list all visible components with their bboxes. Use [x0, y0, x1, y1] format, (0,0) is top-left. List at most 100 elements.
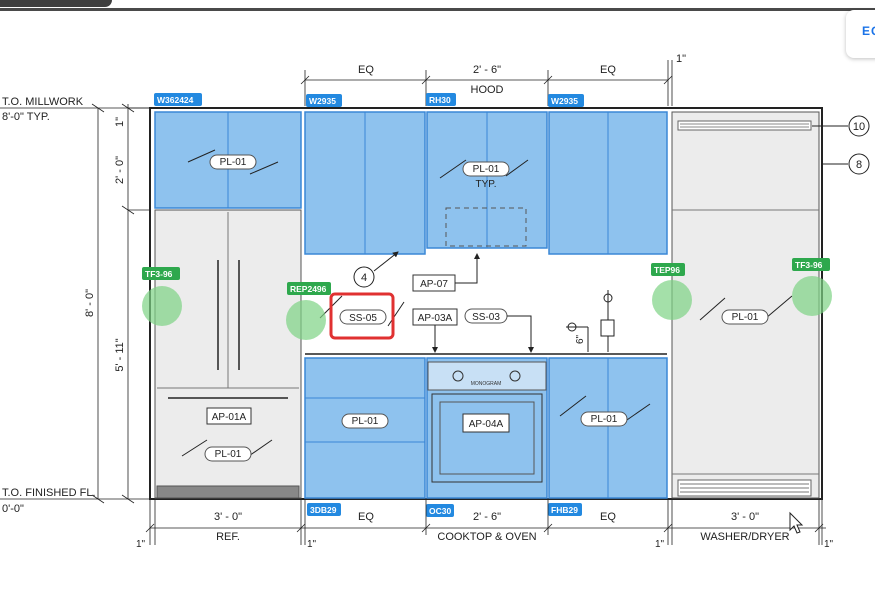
- tag-tep96[interactable]: TEP96: [651, 263, 685, 276]
- mouse-cursor-icon: [789, 511, 804, 534]
- tag-fhb29-text: FHB29: [551, 505, 578, 515]
- marker-dot-fridge[interactable]: [142, 286, 182, 326]
- marker-dot-tep[interactable]: [652, 280, 692, 320]
- material-tag-pl01-right[interactable]: PL-01: [699, 295, 793, 325]
- tag-w362424-text: W362424: [157, 95, 194, 105]
- tag-rh30[interactable]: RH30: [426, 93, 456, 106]
- pl01-label: PL-01: [352, 416, 379, 427]
- dim-gap-left: 1": [136, 539, 146, 550]
- centerline-symbol: [566, 290, 615, 352]
- level-bottom-label: T.O. FINISHED FL.: [2, 487, 96, 499]
- level-top-note: 8'-0" TYP.: [2, 111, 50, 123]
- dim-top-hood-width: 2' - 6": [473, 64, 501, 76]
- tag-w2935-right[interactable]: W2935: [548, 94, 584, 107]
- callout-10-number: 10: [853, 121, 865, 133]
- tag-tf3-right-text: TF3-96: [795, 260, 823, 270]
- tag-w362424[interactable]: W362424: [154, 93, 202, 106]
- tag-rep2496[interactable]: REP2496: [287, 282, 331, 295]
- material-tag-pl01-hood[interactable]: PL-01 TYP.: [439, 159, 529, 190]
- ap03a-label: AP-03A: [418, 313, 453, 324]
- typ-label: TYP.: [476, 179, 497, 190]
- material-tag-pl01-upper-left[interactable]: PL-01: [187, 149, 279, 175]
- pl01-label: PL-01: [732, 312, 759, 323]
- selection-highlight[interactable]: [329, 292, 395, 340]
- tag-rep2496-text: REP2496: [290, 284, 327, 294]
- material-tag-pl01-fridge[interactable]: PL-01: [181, 439, 273, 462]
- tag-w2935-right-text: W2935: [551, 96, 578, 106]
- level-lines: [0, 107, 150, 500]
- oven-brand: MONOGRAM: [471, 381, 502, 387]
- pl01-label: PL-01: [473, 164, 500, 175]
- tag-tf3-right[interactable]: TF3-96: [792, 258, 830, 271]
- dim-ref-label: REF.: [216, 531, 240, 543]
- tag-fhb29[interactable]: FHB29: [548, 503, 582, 516]
- oven-control-panel: [427, 361, 547, 391]
- dim-bottom-eq-right: EQ: [600, 511, 616, 523]
- dim-lower-height: 5' - 11": [114, 338, 126, 371]
- tag-rh30-text: RH30: [429, 95, 451, 105]
- tag-oc30-text: OC30: [429, 506, 451, 516]
- tag-w2935-left-text: W2935: [309, 96, 336, 106]
- tag-tf3-left-text: TF3-96: [145, 269, 173, 279]
- appliance-tag-ap01a[interactable]: AP-01A: [206, 407, 252, 425]
- pl01-label: PL-01: [215, 449, 242, 460]
- appliance-tag-ap03a[interactable]: AP-03A: [412, 308, 458, 353]
- dim-cooktop-label: COOKTOP & OVEN: [437, 531, 536, 543]
- tag-3db29[interactable]: 3DB29: [307, 503, 341, 516]
- tag-oc30[interactable]: OC30: [426, 504, 454, 517]
- ap07-label: AP-07: [420, 279, 448, 290]
- level-top-label: T.O. MILLWORK: [2, 96, 84, 108]
- hood-insert-dashed: [445, 207, 527, 247]
- ap04a-label: AP-04A: [469, 419, 504, 430]
- callout-8-bubble[interactable]: [848, 153, 870, 175]
- active-tab[interactable]: [0, 0, 112, 7]
- oven-knob-left-icon: [452, 370, 464, 382]
- ss05-label: SS-05: [349, 313, 377, 324]
- dim-washer-width: 3' - 0": [731, 511, 759, 523]
- dim-top-eq-left: EQ: [358, 64, 374, 76]
- oven-knob-right-icon: [509, 370, 521, 382]
- window-top-bar: [0, 0, 875, 12]
- bottom-dimension-lines: [145, 500, 826, 545]
- level-bottom-note: 0'-0": [2, 503, 24, 515]
- callout-10-bubble[interactable]: [848, 115, 870, 137]
- callout-8-number: 8: [856, 159, 862, 171]
- dim-total-height: 8' - 0": [84, 289, 96, 317]
- callout-4-number: 4: [361, 272, 367, 284]
- oven-window: [439, 401, 535, 475]
- ap01a-label: AP-01A: [212, 412, 247, 423]
- dim-bottom-eq-left: EQ: [358, 511, 374, 523]
- dim-cooktop-width: 2' - 6": [473, 511, 501, 523]
- dim-top-hood-label: HOOD: [471, 84, 504, 96]
- oven-door: [431, 393, 543, 483]
- dim-gap-far-right: 1": [824, 539, 834, 550]
- material-tag-pl01-drawers[interactable]: PL-01: [341, 413, 389, 429]
- pl01-label: PL-01: [591, 414, 618, 425]
- callout-4-leader: [373, 251, 399, 272]
- tag-tf3-left[interactable]: TF3-96: [142, 267, 180, 280]
- material-tag-pl01-base-right[interactable]: PL-01: [559, 395, 651, 427]
- finish-tag-ss03[interactable]: SS-03: [464, 308, 534, 353]
- dim-gap-right: 1": [655, 539, 665, 550]
- appliance-tag-ap07[interactable]: AP-07: [412, 253, 480, 292]
- tag-w2935-left[interactable]: W2935: [306, 94, 342, 107]
- tag-tep96-text: TEP96: [654, 265, 680, 275]
- callout-4-bubble[interactable]: [353, 266, 375, 288]
- marker-dot-tf3-right[interactable]: [792, 276, 832, 316]
- dim-top-gap: 1": [114, 117, 126, 127]
- dim-ref-width: 3' - 0": [214, 511, 242, 523]
- marker-dot-rep[interactable]: [286, 300, 326, 340]
- left-dimension-lines: [91, 103, 150, 504]
- dim-gap-mid: 1": [307, 539, 317, 550]
- top-divider: [0, 8, 875, 11]
- dim-top-eq-right: EQ: [600, 64, 616, 76]
- dim-washer-label: WASHER/DRYER: [700, 531, 789, 543]
- ss03-label: SS-03: [472, 312, 500, 323]
- pl01-label: PL-01: [220, 157, 247, 168]
- eq-panel-button[interactable]: EQ: [846, 10, 875, 58]
- dim-top-offset: 1": [676, 53, 686, 65]
- eq-button-label: EQ: [862, 24, 875, 38]
- appliance-tag-ap04a[interactable]: AP-04A: [462, 413, 510, 433]
- dim-upper-height: 2' - 0": [114, 156, 126, 184]
